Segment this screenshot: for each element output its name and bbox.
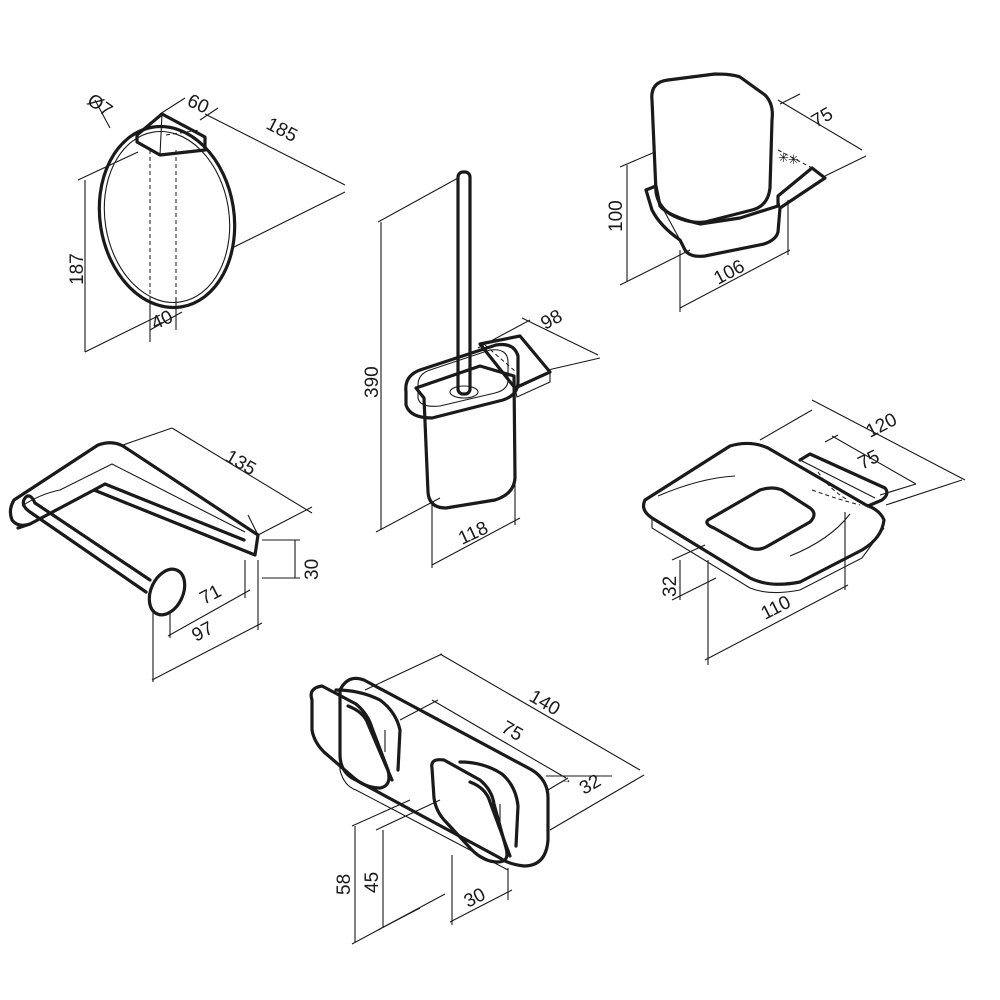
tumbler-holder-height-label: 100 bbox=[606, 200, 627, 232]
paper-holder-width-label: 135 bbox=[222, 446, 260, 480]
towel-ring-bar-depth-label: 40 bbox=[148, 307, 176, 335]
double-hook-drawing bbox=[309, 676, 550, 871]
tumbler-holder-drawing: ✳ ✳ bbox=[644, 72, 827, 258]
toilet-brush-depth-label: 98 bbox=[537, 306, 566, 334]
toilet-brush-height-label: 390 bbox=[362, 366, 383, 398]
double-hook-height-label: 58 bbox=[334, 874, 355, 895]
toilet-brush-drawing bbox=[404, 170, 552, 510]
soap-dish-length-label: 110 bbox=[758, 592, 795, 624]
double-hook-arrow-mark: → bbox=[560, 772, 572, 786]
tumbler-holder-depth-label: 75 bbox=[808, 104, 837, 133]
tumbler-screw-mark-2: ✳ bbox=[788, 152, 799, 167]
soap-dish-drawing bbox=[641, 441, 889, 594]
towel-ring-height-label: 187 bbox=[67, 253, 88, 285]
double-hook-hook-width-label: 30 bbox=[461, 884, 489, 912]
double-hook-hook-height-label: 45 bbox=[362, 872, 383, 893]
paper-holder-drawing bbox=[8, 441, 260, 617]
soap-dish-dimensions: 120 75 32 110 bbox=[660, 399, 966, 665]
double-hook-spacing-label: 75 bbox=[498, 717, 527, 746]
paper-holder-dimensions: 135 30 71 97 bbox=[119, 427, 323, 682]
tumbler-holder-dimensions: 75 100 106 bbox=[606, 93, 867, 312]
towel-ring-dimensions: Ø7 60 185 187 40 bbox=[67, 90, 346, 353]
toilet-brush-width-label: 118 bbox=[455, 518, 491, 550]
soap-dish-height-label: 32 bbox=[660, 576, 681, 597]
tumbler-screw-mark: ✳ bbox=[778, 150, 789, 165]
double-hook-width-label: 140 bbox=[526, 686, 564, 720]
paper-holder-height-label: 30 bbox=[302, 559, 323, 580]
towel-ring-width-label: 185 bbox=[263, 114, 301, 147]
soap-dish-width-label: 120 bbox=[863, 409, 901, 442]
soap-dish-depth-label: 75 bbox=[855, 446, 883, 474]
double-hook-depth-label: 32 bbox=[576, 771, 605, 800]
towel-ring-drawing bbox=[97, 112, 237, 310]
tumbler-holder-width-label: 106 bbox=[710, 256, 748, 289]
towel-ring-diameter-label: Ø7 bbox=[83, 90, 116, 122]
toilet-brush-dimensions: 390 98 118 bbox=[362, 177, 601, 568]
paper-holder-inner-label: 71 bbox=[196, 581, 225, 609]
